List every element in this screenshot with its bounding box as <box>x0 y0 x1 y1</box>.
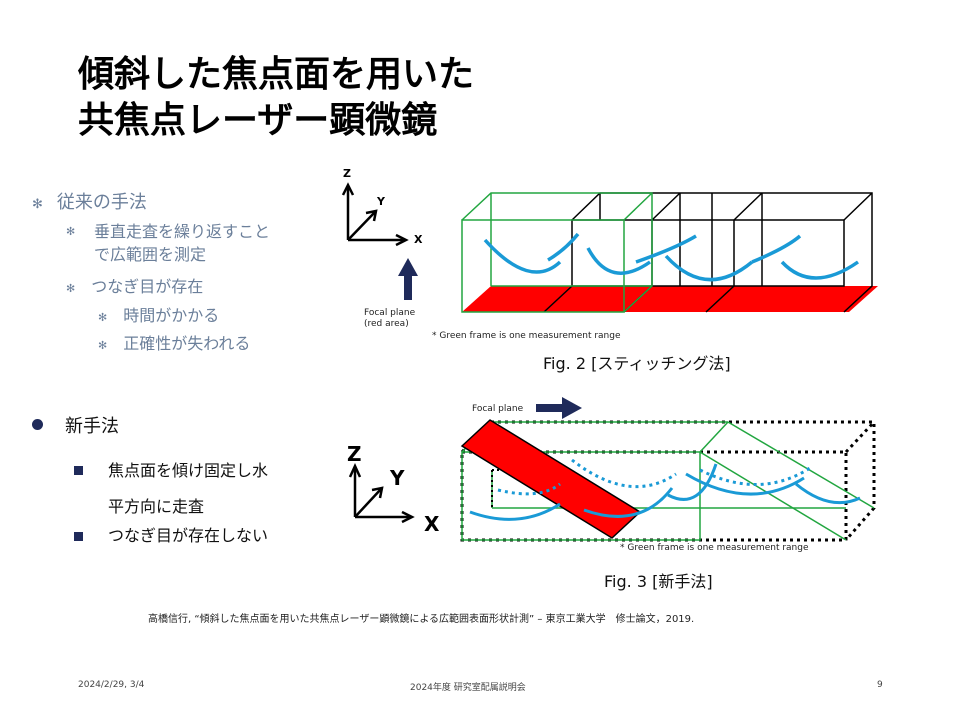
new-method-item-1-line1: 焦点面を傾け固定し水 <box>108 461 269 480</box>
conventional-subitem-2: ✻ 正確性が失われる <box>98 330 250 354</box>
reference-citation: 高橋信行, “傾斜した焦点面を用いた共焦点レーザー顕微鏡による広範囲表面形状計測… <box>148 614 695 625</box>
conventional-item-1: ✻ 垂直走査を繰り返すこと で広範囲を測定 <box>66 220 270 266</box>
footer-date: 2024/2/29, 3/4 <box>78 680 145 690</box>
asterisk-bullet-icon: ✻ <box>32 197 43 212</box>
fig2-green-frame <box>461 192 653 313</box>
new-method-item-1: 焦点面を傾け固定し水 平方向に走査 <box>74 453 268 525</box>
conventional-item-2: ✻ つなぎ目が存在 <box>66 273 203 297</box>
fig3-axes <box>348 462 415 524</box>
fig2-axes <box>341 182 409 247</box>
title-line-1: 傾斜した焦点面を用いた <box>78 54 475 95</box>
asterisk-bullet-icon: ✻ <box>98 311 108 324</box>
fig3-scan-curves-dotted <box>497 458 811 496</box>
conventional-subitem-2-text: 正確性が失われる <box>123 334 251 353</box>
title-line-2: 共焦点レーザー顕微鏡 <box>78 100 438 141</box>
fig3-focal-plane <box>460 419 642 539</box>
up-arrow-icon <box>398 258 418 300</box>
fig2-y-label: Y <box>377 195 385 208</box>
conventional-item-1-line2: で広範囲を測定 <box>94 245 207 264</box>
square-bullet-icon <box>74 532 83 541</box>
asterisk-bullet-icon: ✻ <box>66 225 76 238</box>
fig2-focal-label-2: (red area) <box>364 319 409 329</box>
page-number: 9 <box>877 680 883 690</box>
conventional-item-1-line1: 垂直走査を繰り返すこと <box>94 222 271 241</box>
footer-title: 2024年度 研究室配属説明会 <box>410 683 526 693</box>
circle-bullet-icon <box>32 419 43 430</box>
fig3-x-label: X <box>424 512 440 536</box>
fig2-focal-label-1: Focal plane <box>364 308 416 318</box>
slide-title: 傾斜した焦点面を用いた 共焦点レーザー顕微鏡 <box>78 52 474 144</box>
fig2-note: * Green frame is one measurement range <box>432 331 621 341</box>
conventional-subitem-1: ✻ 時間がかかる <box>98 302 219 326</box>
fig3-scan-curves <box>469 463 861 521</box>
fig3-caption: Fig. 3 [新手法] <box>604 572 713 591</box>
fig3-y-label: Y <box>390 466 405 490</box>
new-method-item-2: つなぎ目が存在しない <box>74 524 268 548</box>
new-method-heading-text: 新手法 <box>65 416 119 437</box>
fig3-note: * Green frame is one measurement range <box>620 543 809 553</box>
fig3-inner-dotted <box>491 469 510 508</box>
fig2-scan-curves <box>483 232 859 282</box>
new-method-item-2-text: つなぎ目が存在しない <box>108 526 269 545</box>
right-arrow-icon <box>536 397 582 419</box>
conventional-heading-text: 従来の手法 <box>56 192 147 213</box>
conventional-item-2-text: つなぎ目が存在 <box>91 277 204 296</box>
asterisk-bullet-icon: ✻ <box>66 282 76 295</box>
asterisk-bullet-icon: ✻ <box>98 339 108 352</box>
fig3-focal-label: Focal plane <box>472 404 524 414</box>
conventional-heading: ✻ 従来の手法 <box>32 188 147 214</box>
conventional-subitem-1-text: 時間がかかる <box>123 306 220 325</box>
fig3-z-label: Z <box>347 442 362 466</box>
new-method-item-1-line2: 平方向に走査 <box>108 497 205 516</box>
square-bullet-icon <box>74 466 83 475</box>
fig2-x-label: X <box>414 233 423 246</box>
fig2-caption: Fig. 2 [スティッチング法] <box>543 354 731 373</box>
new-method-heading: 新手法 <box>32 412 119 438</box>
fig2-z-label: Z <box>343 167 351 180</box>
fig2-focal-plane <box>462 286 878 312</box>
